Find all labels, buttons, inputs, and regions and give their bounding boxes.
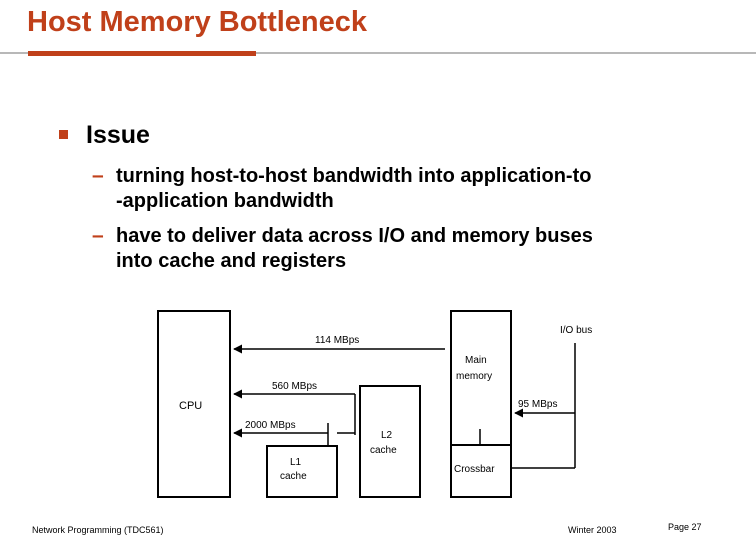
cpu-label: CPU (179, 400, 202, 412)
dash-bullet-icon: – (92, 164, 104, 187)
dash-bullet-icon: – (92, 224, 104, 247)
l2-cache-box (359, 385, 421, 498)
slide-title: Host Memory Bottleneck (27, 6, 368, 38)
sub-bullet-1: turning host-to-host bandwidth into appl… (116, 164, 591, 214)
sub-bullet-1-line-1: turning host-to-host bandwidth into appl… (116, 165, 592, 187)
l1-cache-box (266, 445, 338, 498)
io-bus-label: I/O bus (560, 325, 592, 336)
footer-course: Network Programming (TDC561) (32, 525, 164, 535)
label-560-mbps: 560 MBps (272, 381, 317, 392)
sub-bullet-2-line-2: into cache and registers (116, 250, 347, 272)
footer-term: Winter 2003 (568, 525, 617, 535)
bullet-square-icon (59, 130, 68, 139)
memory-bus-diagram: CPU 114 MBps 560 MBps 2000 MBps 95 MBps … (157, 310, 592, 498)
label-2000-mbps: 2000 MBps (245, 420, 296, 431)
main-memory-label-line-1: Main (465, 355, 487, 366)
label-114-mbps: 114 MBps (315, 335, 359, 346)
cpu-box (157, 310, 231, 498)
footer-page: Page 27 (668, 522, 702, 532)
l2-label-line-2: cache (370, 445, 397, 456)
l1-label-line-1: L1 (290, 457, 302, 468)
crossbar-label: Crossbar (454, 464, 495, 475)
sub-bullet-2-line-1: have to deliver data across I/O and memo… (116, 225, 593, 247)
title-accent-bar (28, 51, 256, 56)
main-memory-label-line-2: memory (456, 371, 492, 382)
sub-bullet-1-line-2: -application bandwidth (116, 190, 334, 212)
sub-bullet-2: have to deliver data across I/O and memo… (116, 224, 593, 274)
main-memory-box (450, 310, 512, 446)
crossbar-box (450, 444, 512, 498)
title-divider (0, 52, 756, 54)
l2-label-line-1: L2 (381, 430, 393, 441)
bullet-issue: Issue (86, 121, 150, 149)
label-95-mbps: 95 MBps (518, 399, 557, 410)
l1-label-line-2: cache (280, 471, 307, 482)
